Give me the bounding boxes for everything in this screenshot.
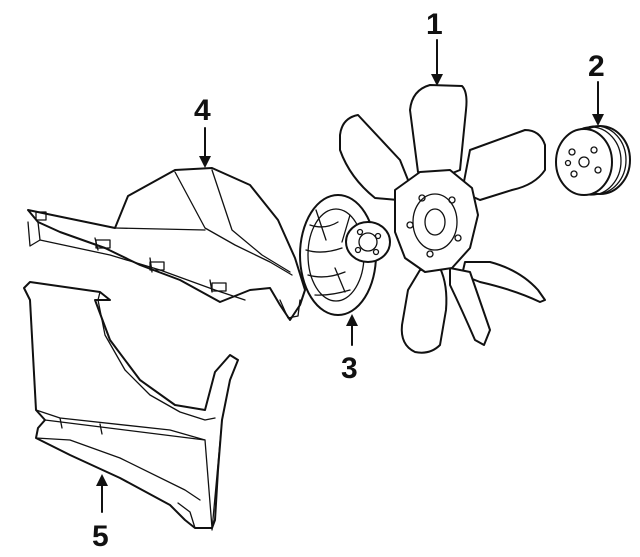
callout-label-3: 3 [341,352,358,385]
callout-label-2: 2 [588,50,605,83]
callout-3: 3 [341,314,358,385]
fan-shroud-upper[interactable] [27,167,306,321]
pulley[interactable] [555,125,631,196]
callout-label-1: 1 [426,8,443,41]
callout-1: 1 [426,8,443,86]
fan-clutch[interactable] [299,194,391,316]
fan-blade[interactable] [339,84,546,354]
callout-4: 4 [194,94,211,168]
callout-label-5: 5 [92,520,109,553]
callout-label-4: 4 [194,94,211,127]
callout-5: 5 [92,474,109,553]
fan-shroud-lower[interactable] [23,281,239,531]
callout-2: 2 [588,50,605,126]
